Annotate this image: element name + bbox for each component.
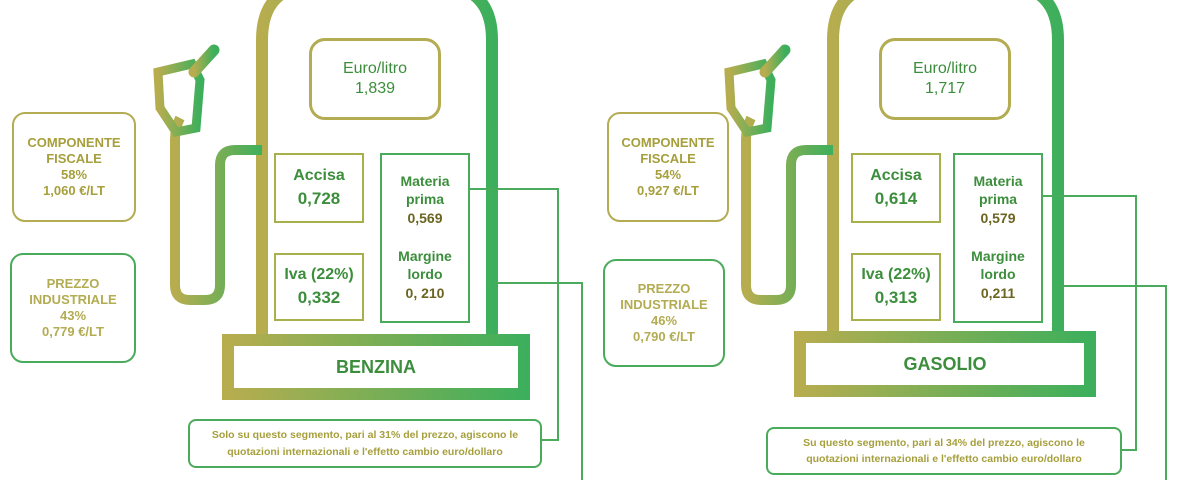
industrial-title-1: PREZZO xyxy=(637,280,691,296)
price-label: Euro/litro xyxy=(912,60,978,77)
benzina-price-display: Euro/litro 1,839 xyxy=(309,38,441,120)
materia-value: 0,569 xyxy=(407,210,443,227)
industrial-percent: 43% xyxy=(59,308,87,323)
margine-label-1: Margine xyxy=(971,248,1025,265)
margine-value: 0,211 xyxy=(980,285,1016,302)
gasolio-accisa-box: Accisa 0,614 xyxy=(851,153,941,223)
note-line-2: quotazioni internazionali e l'effetto ca… xyxy=(806,453,1082,465)
industrial-title-1: PREZZO xyxy=(46,275,100,291)
price-value: 1,839 xyxy=(354,80,396,97)
materia-label-1: Materia xyxy=(973,173,1023,190)
benzina-fuel-name: BENZINA xyxy=(336,356,416,377)
accisa-label: Accisa xyxy=(293,167,345,185)
materia-label-2: prima xyxy=(405,190,445,207)
iva-value: 0,332 xyxy=(297,288,341,308)
accisa-value: 0,614 xyxy=(874,189,918,209)
iva-label: Iva (22%) xyxy=(861,266,931,284)
iva-value: 0,313 xyxy=(874,288,918,308)
gasolio-industrial-detail-box: Materia prima 0,579 Margine lordo 0,211 xyxy=(953,153,1043,323)
fiscal-title-2: FISCALE xyxy=(46,150,102,166)
fiscal-value: 0,927 €/LT xyxy=(637,183,699,199)
price-value: 1,717 xyxy=(924,80,966,97)
accisa-label: Accisa xyxy=(870,167,922,185)
iva-label: Iva (22%) xyxy=(284,266,354,284)
fiscal-title-1: COMPONENTE xyxy=(27,134,121,150)
accisa-value: 0,728 xyxy=(297,189,341,209)
benzina-industrial-detail-box: Materia prima 0,569 Margine lordo 0, 210 xyxy=(380,153,470,323)
gasolio-iva-box: Iva (22%) 0,313 xyxy=(851,253,941,321)
note-line-1: Solo su questo segmento, pari al 31% del… xyxy=(211,429,519,442)
materia-label-2: prima xyxy=(978,190,1018,207)
benzina-industrial-price-box: PREZZO INDUSTRIALE 43% 0,779 €/LT xyxy=(10,253,136,363)
industrial-title-2: INDUSTRIALE xyxy=(29,291,117,307)
gasolio-industrial-price-box: PREZZO INDUSTRIALE 46% 0,790 €/LT xyxy=(603,259,725,367)
materia-value: 0,579 xyxy=(980,210,1016,227)
industrial-title-2: INDUSTRIALE xyxy=(620,296,708,312)
fiscal-percent: 58% xyxy=(60,167,88,182)
note-line-1: Su questo segmento, pari al 34% del prez… xyxy=(803,436,1085,449)
industrial-value: 0,790 €/LT xyxy=(633,329,695,345)
materia-label-1: Materia xyxy=(400,173,450,190)
gasolio-pump-outline xyxy=(724,0,1167,480)
gasolio-nozzle-icon xyxy=(724,58,776,138)
margine-label-2: lordo xyxy=(407,265,443,282)
fiscal-title-2: FISCALE xyxy=(640,150,696,166)
fiscal-title-1: COMPONENTE xyxy=(621,134,715,150)
benzina-pump-outline xyxy=(153,0,583,480)
fiscal-percent: 54% xyxy=(654,167,682,182)
industrial-value: 0,779 €/LT xyxy=(42,324,104,340)
benzina-nozzle-icon xyxy=(153,58,205,138)
benzina-note-box: Solo su questo segmento, pari al 31% del… xyxy=(188,419,542,468)
price-label: Euro/litro xyxy=(342,60,408,77)
industrial-percent: 46% xyxy=(650,313,678,328)
margine-value: 0, 210 xyxy=(405,285,445,302)
gasolio-note-box: Su questo segmento, pari al 34% del prez… xyxy=(766,427,1122,475)
gasolio-price-display: Euro/litro 1,717 xyxy=(879,38,1011,120)
benzina-accisa-box: Accisa 0,728 xyxy=(274,153,364,223)
gasolio-fiscal-component-box: COMPONENTE FISCALE 54% 0,927 €/LT xyxy=(607,112,729,222)
benzina-iva-box: Iva (22%) 0,332 xyxy=(274,253,364,321)
margine-label-2: lordo xyxy=(980,265,1016,282)
margine-label-1: Margine xyxy=(398,248,452,265)
benzina-fiscal-component-box: COMPONENTE FISCALE 58% 1,060 €/LT xyxy=(12,112,136,222)
fiscal-value: 1,060 €/LT xyxy=(43,183,105,199)
gasolio-fuel-name: GASOLIO xyxy=(903,353,987,374)
note-line-2: quotazioni internazionali e l'effetto ca… xyxy=(227,445,503,458)
